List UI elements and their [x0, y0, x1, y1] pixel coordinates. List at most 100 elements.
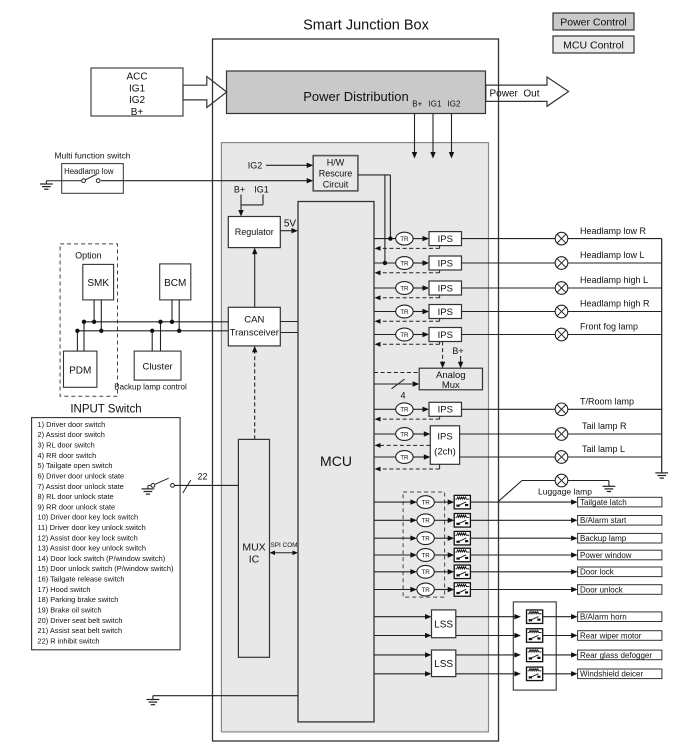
svg-text:B/Alarm horn: B/Alarm horn	[580, 613, 627, 622]
svg-text:Headlamp low: Headlamp low	[64, 167, 114, 176]
svg-text:22: 22	[197, 472, 207, 482]
svg-text:TR: TR	[400, 309, 409, 316]
svg-text:Headlamp low R: Headlamp low R	[580, 226, 647, 236]
svg-text:Power Control: Power Control	[560, 17, 627, 29]
svg-text:PDM: PDM	[69, 366, 91, 377]
svg-text:IG1: IG1	[129, 83, 146, 94]
svg-text:10) Driver door key lock switc: 10) Driver door key lock switch	[38, 513, 139, 522]
svg-text:Tail lamp R: Tail lamp R	[582, 421, 627, 431]
svg-text:12) Assist door key lock switc: 12) Assist door key lock switch	[38, 533, 138, 542]
svg-text:Multi function switch: Multi function switch	[54, 151, 130, 161]
svg-text:TR: TR	[421, 536, 430, 543]
svg-text:Headlamp high L: Headlamp high L	[580, 275, 648, 285]
svg-text:Backup lamp: Backup lamp	[580, 534, 627, 543]
svg-text:MUX: MUX	[242, 542, 265, 554]
svg-text:Circuit: Circuit	[323, 180, 349, 190]
svg-text:BCM: BCM	[164, 278, 186, 289]
svg-text:IPS: IPS	[438, 283, 453, 294]
svg-text:TR: TR	[400, 431, 409, 438]
svg-text:B+: B+	[452, 346, 463, 356]
svg-text:Regulator: Regulator	[235, 227, 274, 237]
svg-text:B+: B+	[234, 185, 245, 195]
svg-text:Smart Junction Box: Smart Junction Box	[303, 18, 429, 34]
svg-text:MCU Control: MCU Control	[563, 40, 624, 52]
svg-text:19) Brake oil switch: 19) Brake oil switch	[38, 605, 102, 614]
svg-text:TR: TR	[400, 260, 409, 267]
svg-text:ACC: ACC	[126, 72, 147, 83]
svg-text:TR: TR	[421, 552, 430, 559]
svg-text:2) Assist door switch: 2) Assist door switch	[38, 430, 105, 439]
svg-text:4: 4	[400, 391, 405, 401]
svg-text:TR: TR	[400, 454, 409, 461]
svg-text:Door unlock: Door unlock	[580, 585, 624, 594]
svg-text:IPS: IPS	[438, 405, 453, 416]
svg-text:22) R inhibit switch: 22) R inhibit switch	[38, 636, 100, 645]
svg-text:TR: TR	[400, 236, 409, 243]
svg-text:1) Driver door switch: 1) Driver door switch	[38, 420, 106, 429]
svg-text:MCU: MCU	[320, 453, 352, 469]
svg-text:IPS: IPS	[438, 307, 453, 318]
svg-text:Power Distribution: Power Distribution	[303, 89, 409, 104]
svg-text:Power Out: Power Out	[489, 89, 539, 100]
svg-text:Door lock: Door lock	[580, 568, 615, 577]
svg-text:Power window: Power window	[580, 551, 632, 560]
svg-text:SMK: SMK	[87, 278, 109, 289]
svg-text:Luggage lamp: Luggage lamp	[538, 487, 592, 497]
svg-text:9) RR door unlock state: 9) RR door unlock state	[38, 502, 116, 511]
svg-text:13) Assist door key unlock swi: 13) Assist door key unlock switch	[38, 544, 146, 553]
svg-text:B+: B+	[412, 100, 422, 109]
svg-text:IG2: IG2	[448, 100, 461, 109]
svg-text:16) Tailgate release switch: 16) Tailgate release switch	[38, 575, 125, 584]
svg-text:TR: TR	[400, 407, 409, 414]
svg-text:TR: TR	[421, 569, 430, 576]
svg-text:3) RL door switch: 3) RL door switch	[38, 441, 95, 450]
svg-text:Front fog lamp: Front fog lamp	[580, 322, 638, 332]
svg-text:TR: TR	[400, 285, 409, 292]
svg-text:Rear wiper motor: Rear wiper motor	[580, 631, 642, 640]
svg-text:Headlamp high R: Headlamp high R	[580, 299, 650, 309]
svg-text:(2ch): (2ch)	[434, 447, 456, 458]
svg-text:Tail lamp L: Tail lamp L	[582, 444, 625, 454]
svg-text:5) Tailgate open switch: 5) Tailgate open switch	[38, 461, 113, 470]
svg-text:T/Room lamp: T/Room lamp	[580, 397, 634, 407]
svg-text:8) RL door unlock state: 8) RL door unlock state	[38, 492, 114, 501]
svg-text:TR: TR	[400, 332, 409, 339]
svg-text:IG1: IG1	[254, 185, 269, 195]
svg-text:TR: TR	[421, 499, 430, 506]
svg-text:7) Assist door unlock state: 7) Assist door unlock state	[38, 482, 124, 491]
svg-text:Headlamp low L: Headlamp low L	[580, 250, 645, 260]
svg-text:IG1: IG1	[429, 100, 442, 109]
svg-text:17) Hood switch: 17) Hood switch	[38, 585, 91, 594]
svg-text:SPI COM: SPI COM	[271, 542, 298, 549]
svg-text:18) Parking brake switch: 18) Parking brake switch	[38, 595, 119, 604]
svg-text:LSS: LSS	[434, 659, 453, 670]
svg-text:Cluster: Cluster	[143, 362, 173, 373]
svg-text:Transceiver: Transceiver	[230, 328, 279, 339]
svg-text:IG2: IG2	[129, 95, 146, 106]
svg-text:4) RR door switch: 4) RR door switch	[38, 451, 97, 460]
svg-text:IPS: IPS	[438, 330, 453, 341]
svg-text:IPS: IPS	[438, 258, 453, 269]
svg-text:TR: TR	[421, 587, 430, 594]
svg-text:IPS: IPS	[438, 234, 453, 245]
svg-text:H/W: H/W	[327, 158, 345, 168]
svg-text:B/Alarm start: B/Alarm start	[580, 516, 627, 525]
svg-text:Option: Option	[75, 251, 102, 261]
svg-text:CAN: CAN	[244, 315, 264, 326]
svg-text:11) Driver door key unlock swi: 11) Driver door key unlock switch	[38, 523, 146, 532]
svg-text:B+: B+	[131, 107, 144, 118]
svg-text:20) Driver seat belt switch: 20) Driver seat belt switch	[38, 616, 123, 625]
svg-text:TR: TR	[421, 518, 430, 525]
svg-text:INPUT Switch: INPUT Switch	[70, 404, 141, 416]
svg-text:5V: 5V	[284, 219, 297, 230]
svg-text:IC: IC	[249, 554, 260, 566]
svg-text:Rescure: Rescure	[319, 169, 353, 179]
svg-text:Analog: Analog	[436, 370, 466, 381]
svg-text:6) Driver door unlock state: 6) Driver door unlock state	[38, 471, 125, 480]
svg-text:Tailgate latch: Tailgate latch	[580, 498, 627, 507]
svg-text:Rear glass defogger: Rear glass defogger	[580, 651, 652, 660]
svg-text:Windshield deicer: Windshield deicer	[580, 670, 643, 679]
svg-text:Backup lamp control: Backup lamp control	[114, 383, 187, 392]
svg-text:Mux: Mux	[442, 380, 460, 391]
svg-text:21) Assist seat belt switch: 21) Assist seat belt switch	[38, 626, 123, 635]
